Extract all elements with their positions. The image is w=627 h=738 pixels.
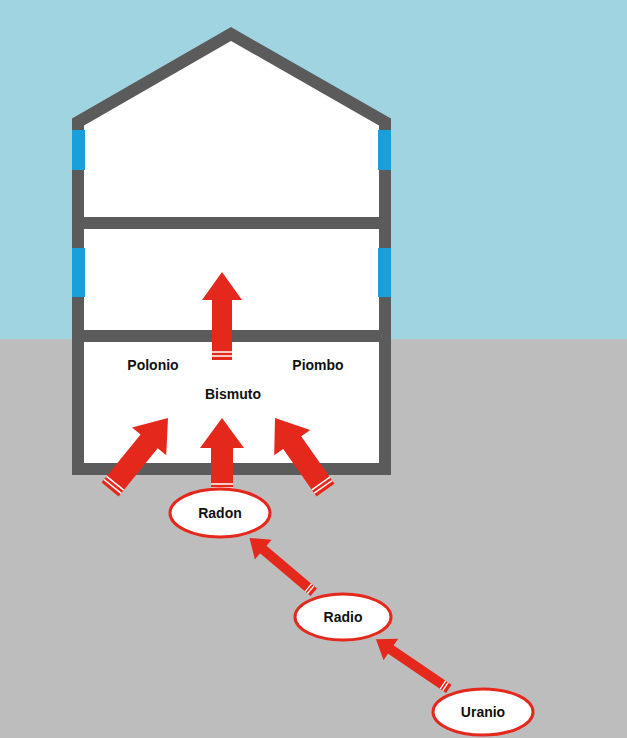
window — [378, 130, 391, 170]
element-ellipse: Radon — [168, 487, 272, 539]
rising-arrow — [202, 272, 242, 360]
element-name: Uranio — [461, 704, 505, 720]
element-name: Radio — [324, 609, 363, 625]
seepage-arrow — [93, 404, 185, 503]
element-label: Polonio — [127, 357, 178, 373]
window — [72, 130, 85, 170]
floor — [78, 217, 385, 229]
house-outline — [78, 34, 385, 469]
element-name: Radon — [198, 505, 242, 521]
seepage-arrow — [257, 405, 344, 502]
element-ellipse: Uranio — [431, 687, 535, 737]
window — [378, 248, 391, 297]
window — [72, 248, 85, 297]
decay-arrow — [250, 538, 314, 594]
element-label: Piombo — [292, 357, 343, 373]
element-ellipse: Radio — [293, 592, 393, 642]
decay-arrow — [376, 639, 449, 691]
seepage-arrow — [200, 418, 244, 492]
element-label: Bismuto — [205, 386, 261, 402]
